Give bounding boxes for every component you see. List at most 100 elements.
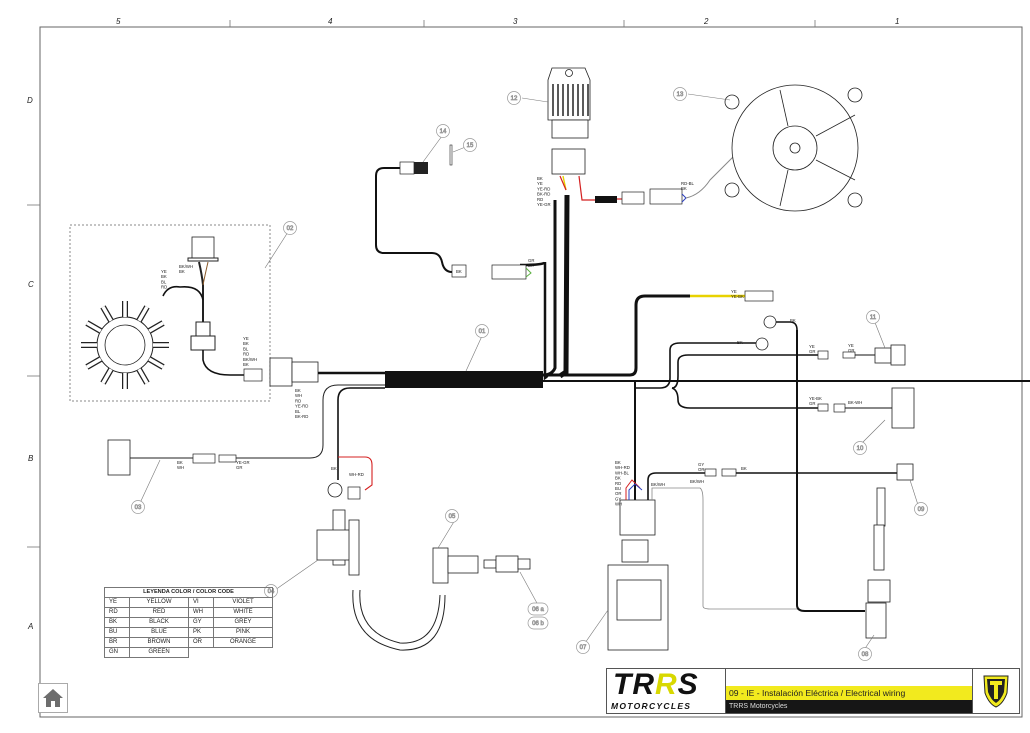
callout-label: 14	[440, 129, 447, 135]
legend-code: WH	[188, 607, 214, 618]
callout-label: 06 a	[532, 607, 544, 613]
pin-15	[449, 144, 453, 166]
legend-code: BK	[104, 617, 130, 628]
legend-color-name: RED	[129, 607, 189, 618]
cooling-fan	[724, 84, 863, 212]
wire-color-label: BK	[790, 318, 796, 323]
callout-label: 15	[467, 143, 474, 149]
pickup-sensor	[187, 236, 219, 351]
legend-color-name: BLUE	[129, 627, 189, 638]
callout-13: 13	[673, 87, 687, 101]
wire-color-label: YE-RD	[537, 186, 550, 191]
legend-color-name: YELLOW	[129, 597, 189, 608]
document-subtitle: TRRS Motorcycles	[726, 700, 972, 713]
legend-code: BR	[104, 637, 130, 648]
callout-09: 09	[914, 502, 928, 516]
callout-12: 12	[507, 91, 521, 105]
wire-color-label: RD-BL	[681, 181, 695, 186]
wire-color-label: WH-RD	[615, 465, 630, 470]
wire-color-label: RD	[161, 285, 167, 290]
callout-label: 06 b	[532, 621, 544, 627]
title-block: TRRS MOTORCYCLES 09 - IE - Instalación E…	[606, 668, 1020, 714]
grid-col-5: 5	[116, 17, 121, 26]
callout-label: 07	[580, 645, 587, 651]
wire-color-label: BK/WH	[179, 264, 193, 269]
legend-code: RD	[104, 607, 130, 618]
grid-row-c: C	[28, 280, 34, 289]
switch-11	[874, 344, 906, 366]
wire-color-label: YE	[243, 336, 249, 341]
legend-code: GN	[104, 647, 130, 658]
callout-label: 03	[135, 505, 142, 511]
callout-08: 08	[858, 647, 872, 661]
wire-color-label: WH	[295, 393, 302, 398]
wire-label-group-conn10b: BK-WH	[848, 400, 862, 405]
stator-tooth-inner	[86, 357, 102, 369]
callout-label: 12	[511, 96, 518, 102]
callout-10: 10	[853, 441, 867, 455]
home-button[interactable]	[38, 683, 68, 713]
wire-color-label: YE-RD	[295, 404, 308, 409]
callout-07: 07	[576, 640, 590, 654]
wire-color-label: BK	[243, 362, 249, 367]
wire-color-label: BK	[741, 466, 747, 471]
wire-color-label: GR	[528, 258, 534, 263]
wire-color-label: BK	[295, 388, 301, 393]
stator-tooth-inner	[137, 368, 149, 384]
wire-color-label: BK	[537, 176, 543, 181]
sensor-body	[399, 161, 415, 175]
cdi-unit	[607, 499, 669, 651]
wire-color-label: BK	[528, 263, 534, 268]
wire-color-label: BK	[456, 269, 462, 274]
sensor-08	[865, 487, 891, 639]
wire-label-group-ring1: BK	[790, 318, 796, 323]
wire-color-label: RD	[537, 197, 543, 202]
stator-tooth-inner	[101, 368, 113, 384]
stator-tooth-inner	[86, 321, 102, 333]
switch-09	[896, 463, 914, 481]
grid-row-a: A	[28, 622, 34, 631]
wire-color-label: BK	[615, 476, 621, 481]
wire-label-group-cdi_r4: BK/WH	[690, 479, 704, 484]
wire-color-label: WH-RD	[349, 472, 364, 477]
shield-logo-icon	[983, 675, 1009, 708]
callout-06a: 06 a	[527, 602, 549, 616]
callout-05: 05	[445, 509, 459, 523]
legend-color-name: GREEN	[129, 647, 189, 658]
callout-15: 15	[463, 138, 477, 152]
callout-label: 05	[449, 514, 456, 520]
legend-code: PK	[188, 627, 214, 638]
callout-leaders	[139, 93, 919, 651]
wire-color-label: RD	[295, 398, 301, 403]
stator-group-box	[69, 224, 271, 402]
wire-color-label: YE-GR	[537, 202, 551, 207]
callout-label: 13	[677, 92, 684, 98]
wire-color-label: OR	[698, 467, 704, 472]
callout-label: 01	[479, 329, 486, 335]
legend-code: BU	[104, 627, 130, 638]
wire-color-label: YE-GR	[236, 460, 250, 465]
wire-color-label: WH	[177, 465, 184, 470]
spark-plug	[483, 555, 531, 573]
wire-color-label: BK-RD	[295, 414, 308, 419]
wire-label-group-cdi_r2: BK	[741, 466, 747, 471]
wire-color-label: RD	[615, 481, 621, 486]
wire-color-label: GR	[809, 401, 815, 406]
callout-14: 14	[436, 124, 450, 138]
wire-color-label: GR	[848, 348, 854, 353]
wire-color-label: BK	[177, 460, 183, 465]
legend-color-name: BROWN	[129, 637, 189, 648]
wire-color-label: BL	[161, 279, 167, 284]
